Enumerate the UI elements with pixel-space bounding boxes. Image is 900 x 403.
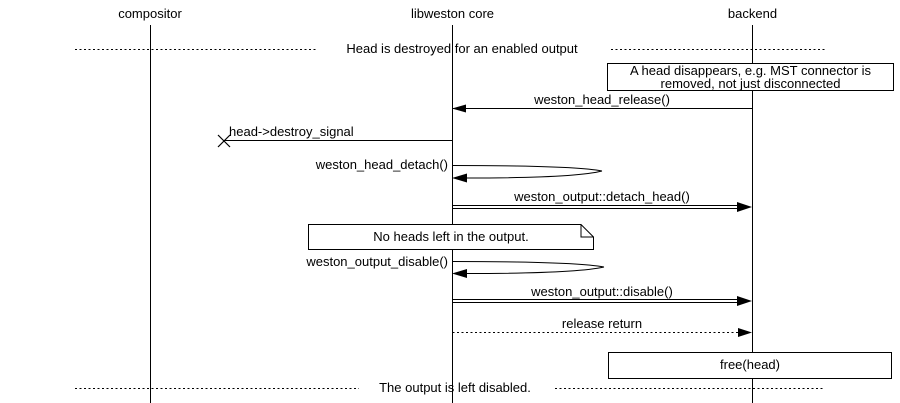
arrow-head-release-arrowhead-left — [452, 104, 466, 113]
lost-message-x-icon — [217, 134, 231, 148]
arrow-output-disable-arrowhead-right — [737, 296, 752, 306]
lifeline-title-backend: backend — [727, 6, 778, 21]
divider-top-label: Head is destroyed for an enabled output — [346, 41, 578, 56]
note-no-heads-text: No heads left in the output. — [373, 229, 529, 244]
self-arrow-output-disable-arrowhead — [452, 269, 467, 278]
note-no-heads-box — [308, 224, 594, 250]
self-arrow-head-detach-arrowhead — [452, 173, 467, 183]
self-arrow-head-detach-top — [452, 165, 603, 172]
action-free-head-box — [608, 352, 892, 379]
message-label-output-disable-call: weston_output_disable() — [306, 254, 448, 269]
action-free-head-text: free(head) — [720, 357, 780, 372]
divider-bottom-label: The output is left disabled. — [379, 380, 531, 395]
lifeline-title-compositor: compositor — [118, 6, 182, 21]
message-label-head-release: weston_head_release() — [534, 92, 670, 107]
note-head-disappears-line2: removed, not just disconnected — [660, 76, 841, 91]
arrow-detach-head-arrowhead-right — [737, 202, 752, 212]
message-label-release-return: release return — [561, 316, 643, 331]
note-head-disappears-line1: A head disappears, e.g. MST connector is — [629, 63, 872, 78]
self-arrow-head-detach-bottom — [466, 170, 603, 179]
self-arrow-output-disable-top — [452, 261, 605, 268]
arrow-release-return-arrowhead-right — [738, 328, 752, 337]
note-no-heads-fold-icon — [580, 224, 594, 238]
message-label-head-detach: weston_head_detach() — [315, 157, 448, 172]
message-label-detach-head: weston_output::detach_head() — [514, 189, 690, 204]
message-label-destroy-signal: head->destroy_signal — [229, 124, 354, 139]
note-head-disappears-text: A head disappears, e.g. MST connector is… — [607, 64, 894, 90]
lifeline-title-libweston: libweston core — [410, 6, 495, 21]
message-label-output-disable: weston_output::disable() — [531, 284, 673, 299]
self-arrow-output-disable-bottom — [466, 266, 605, 274]
note-head-disappears-box — [607, 63, 894, 91]
